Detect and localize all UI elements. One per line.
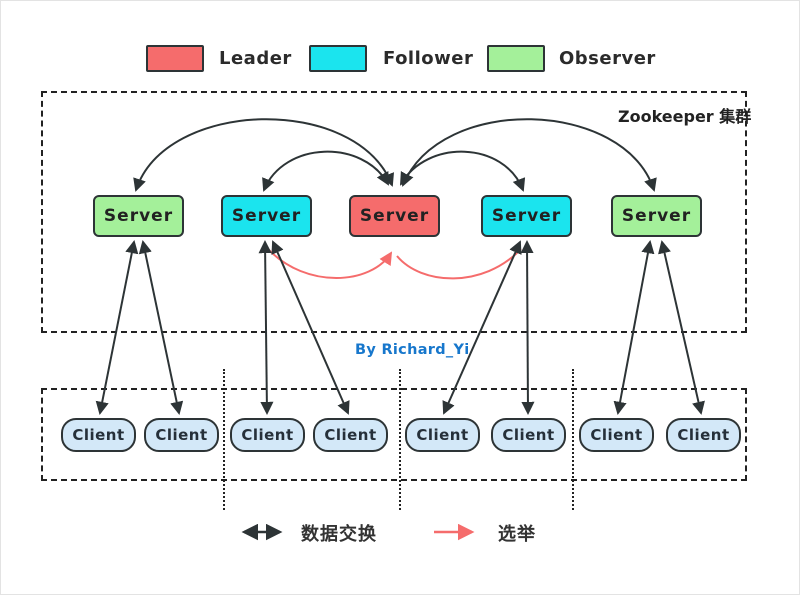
observer-legend-label: Observer — [559, 48, 656, 69]
leader-color-swatch — [146, 45, 204, 72]
client-6: Client — [491, 418, 566, 452]
client-group-separator-1 — [223, 369, 225, 510]
client-group-separator-3 — [572, 369, 574, 510]
server-leader: Server — [349, 195, 440, 237]
node-type-legend: Leader Follower Observer — [1, 45, 799, 77]
zookeeper-cluster-box — [41, 91, 747, 333]
follower-legend-label: Follower — [383, 48, 474, 69]
server-follower-1: Server — [221, 195, 312, 237]
clients-box — [41, 388, 747, 481]
data-exchange-legend-label: 数据交换 — [301, 524, 377, 545]
zookeeper-cluster-title: Zookeeper 集群 — [618, 107, 752, 126]
observer-color-swatch — [487, 45, 545, 72]
client-3: Client — [230, 418, 305, 452]
client-1: Client — [61, 418, 136, 452]
follower-color-swatch — [309, 45, 367, 72]
server-observer-2: Server — [611, 195, 702, 237]
client-7: Client — [579, 418, 654, 452]
client-2: Client — [144, 418, 219, 452]
server-follower-2: Server — [481, 195, 572, 237]
client-5: Client — [405, 418, 480, 452]
client-4: Client — [313, 418, 388, 452]
server-observer-1: Server — [93, 195, 184, 237]
client-group-separator-2 — [399, 369, 401, 510]
author-watermark: By Richard_Yi — [355, 342, 470, 358]
client-8: Client — [666, 418, 741, 452]
leader-legend-label: Leader — [219, 48, 292, 69]
election-legend-label: 选举 — [498, 524, 536, 545]
